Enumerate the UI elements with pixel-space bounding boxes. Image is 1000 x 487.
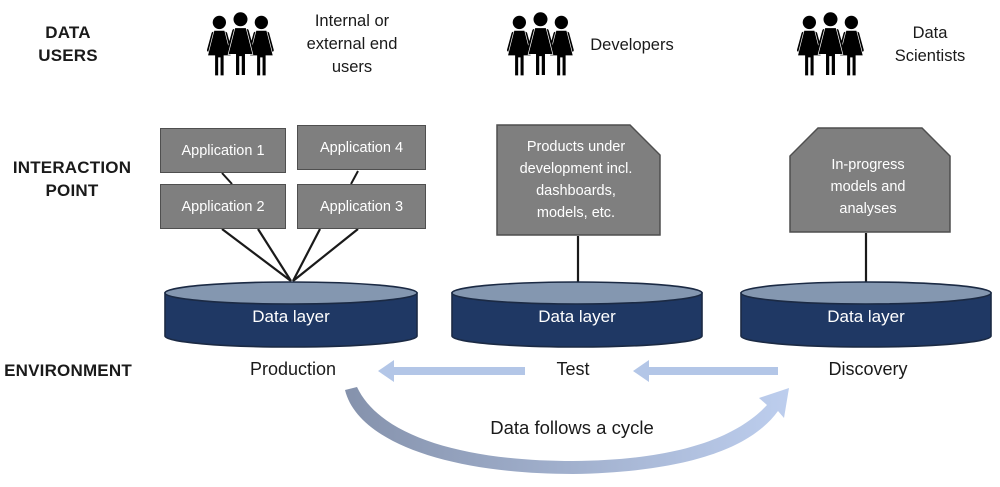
end-users-caption: Internal or external end users: [306, 12, 398, 76]
connectors-apps-to-production: [221, 228, 359, 282]
production-data-layer-label: Data layer: [252, 307, 330, 326]
developers-people-icon: [508, 12, 573, 75]
data-scientists-people-icon: [798, 12, 863, 75]
application-1-box: Application 1: [160, 128, 286, 173]
end-users-people-icon: [208, 12, 273, 75]
connector-app1-app2: [221, 172, 233, 185]
application-2-box: Application 2: [160, 184, 286, 229]
test-note-text: Products under development incl. dashboa…: [519, 139, 633, 221]
data-users-row-label: DATA USERS: [38, 23, 98, 65]
environment-test-label: Test: [556, 359, 590, 379]
arrow-test-to-production-icon: [378, 360, 525, 382]
discovery-note-shape: [789, 127, 951, 233]
environment-row-label: ENVIRONMENT: [4, 361, 132, 380]
application-4-box: Application 4: [297, 125, 426, 170]
environment-production-label: Production: [249, 359, 337, 379]
test-note-shape: [496, 124, 661, 236]
test-data-layer-label: Data layer: [538, 307, 616, 326]
connector-app4-app3: [350, 170, 359, 185]
application-3-box: Application 3: [297, 184, 426, 229]
environment-discovery-label: Discovery: [828, 359, 908, 379]
cycle-curved-arrow-icon: [345, 387, 789, 474]
developers-caption: Developers: [590, 36, 674, 54]
application-3-label: Application 3: [319, 198, 404, 215]
application-2-label: Application 2: [181, 198, 265, 215]
arrow-discovery-to-test-icon: [633, 360, 778, 382]
application-1-label: Application 1: [181, 142, 265, 159]
application-4-label: Application 4: [319, 139, 404, 156]
cycle-caption: Data follows a cycle: [490, 417, 654, 438]
data-scientists-caption: Data Scientists: [894, 24, 966, 65]
test-cylinder: [451, 281, 703, 348]
discovery-note-text: In-progress models and analyses: [830, 157, 906, 217]
interaction-point-row-label: INTERACTION POINT: [12, 158, 132, 200]
production-cylinder: [164, 281, 418, 348]
discovery-cylinder: [740, 281, 992, 348]
discovery-data-layer-label: Data layer: [827, 307, 905, 326]
